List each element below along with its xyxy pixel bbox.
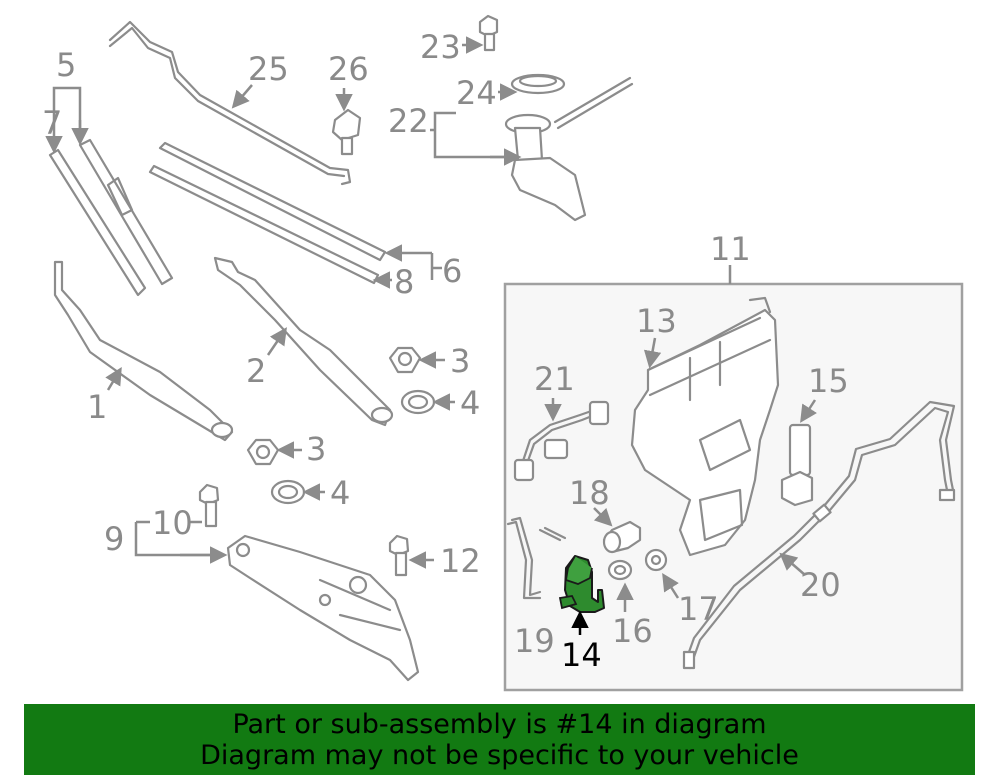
bolt-10 (198, 483, 220, 528)
washer-4-upper (400, 389, 436, 415)
leader-2 (266, 327, 287, 356)
callout-5: 5 (56, 46, 76, 84)
washer-reservoir-13 (630, 296, 780, 557)
banner-line-1: Part or sub-assembly is #14 in diagram (232, 709, 767, 740)
callout-22: 22 (388, 102, 429, 140)
bolt-23 (478, 14, 499, 52)
wiper-blade-6 (158, 141, 387, 262)
callout-15: 15 (808, 362, 849, 400)
level-sensor-15 (780, 423, 814, 507)
callout-18: 18 (569, 474, 610, 512)
filler-neck-22 (504, 76, 634, 222)
leader-15 (800, 399, 817, 423)
wiring-harness-21 (513, 400, 610, 482)
callout-23: 23 (420, 28, 461, 66)
wiper-arm-1 (53, 260, 234, 442)
callout-24: 24 (456, 74, 497, 112)
callout-1: 1 (87, 388, 107, 426)
callout-4a: 4 (460, 384, 480, 422)
callout-26: 26 (328, 50, 369, 88)
callout-19: 19 (514, 622, 555, 660)
leader-18 (593, 507, 613, 527)
leader-20 (779, 552, 806, 576)
part-info-banner: Part or sub-assembly is #14 in diagram D… (24, 704, 975, 775)
parts-diagram: 1 2 3 4 3 4 5 6 7 8 9 10 11 12 13 14 15 … (42, 14, 964, 692)
callout-10: 10 (152, 504, 193, 542)
callout-2: 2 (246, 352, 266, 390)
callout-3b: 3 (306, 430, 326, 468)
hose-19 (506, 516, 542, 600)
grommet-17 (644, 548, 668, 572)
hose-19-fitting (538, 526, 567, 542)
bolt-12 (388, 534, 410, 577)
callout-21: 21 (534, 360, 575, 398)
nut-3-lower (246, 438, 280, 466)
filler-cap-24 (510, 73, 566, 95)
callout-25: 25 (248, 50, 289, 88)
callout-12: 12 (440, 542, 481, 580)
callout-3a: 3 (450, 342, 470, 380)
washer-pump-14 (558, 555, 605, 613)
banner-line-2: Diagram may not be specific to your vehi… (200, 740, 799, 771)
callout-9: 9 (104, 520, 124, 558)
leader-13 (643, 337, 662, 369)
leader-25 (231, 84, 253, 109)
callout-13: 13 (636, 302, 677, 340)
washer-nozzle-26 (331, 108, 362, 156)
callout-11: 11 (710, 230, 751, 268)
washer-hose-25 (108, 20, 352, 186)
hose-20 (682, 400, 956, 670)
leader-1 (105, 366, 122, 391)
leader-22 (433, 111, 518, 159)
callout-16: 16 (612, 612, 653, 650)
washer-4-lower (270, 479, 306, 505)
wiper-arm-2 (213, 256, 394, 427)
callout-8: 8 (394, 263, 414, 301)
callout-20: 20 (800, 566, 841, 604)
grommet-18 (602, 520, 642, 554)
leader-9 (134, 540, 224, 557)
callout-14: 14 (561, 636, 602, 674)
wiper-linkage-9 (226, 534, 420, 682)
callout-17: 17 (678, 590, 719, 628)
leader-17 (662, 573, 680, 599)
callout-4b: 4 (330, 474, 350, 512)
callout-6: 6 (442, 252, 462, 290)
seal-16 (607, 559, 633, 581)
leader-5 (52, 86, 82, 140)
callout-7: 7 (42, 104, 62, 142)
nut-3-upper (388, 346, 422, 374)
